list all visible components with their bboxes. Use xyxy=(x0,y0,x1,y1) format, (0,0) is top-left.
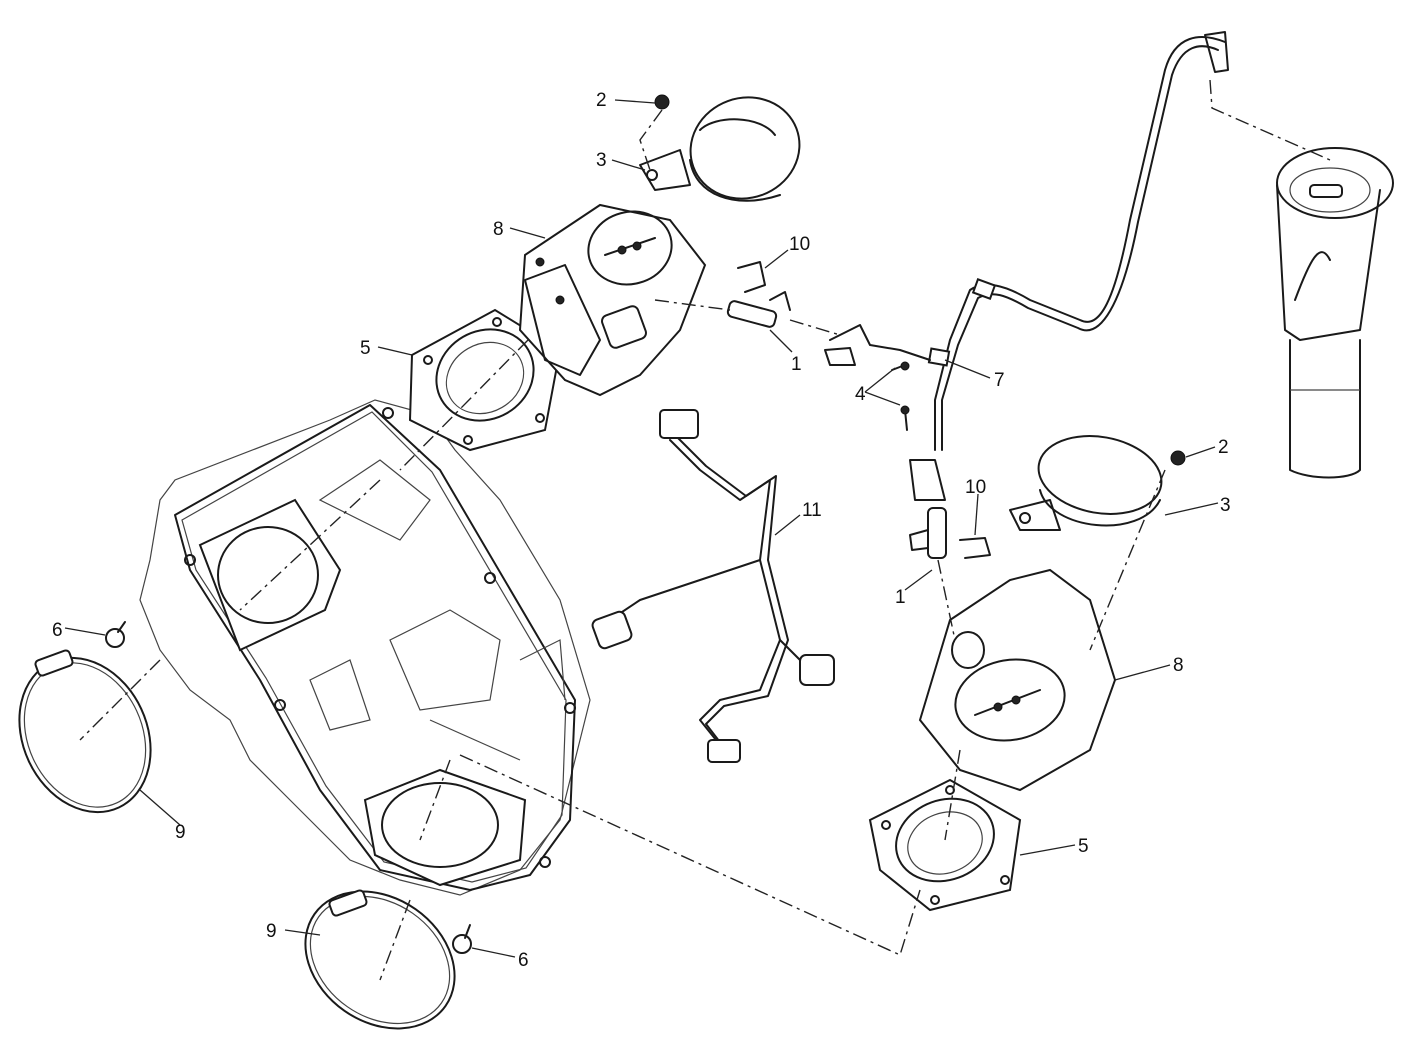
callout-8-upper: 8 xyxy=(493,219,504,240)
injector-clip-upper xyxy=(737,261,766,293)
throttle-body-upper xyxy=(518,203,707,397)
callout-10-lower: 10 xyxy=(965,477,986,498)
callout-4: 4 xyxy=(855,384,866,405)
callout-6-upper: 6 xyxy=(52,620,63,641)
fuel-pump xyxy=(1276,147,1394,479)
injector-lower xyxy=(909,507,947,559)
callout-7: 7 xyxy=(994,370,1005,391)
injector-clip-lower xyxy=(959,537,991,559)
throttle-body-lower xyxy=(918,568,1117,792)
fuel-line xyxy=(824,31,1229,501)
screws-fuel-line xyxy=(891,361,910,431)
callout-leaders xyxy=(64,99,1219,958)
callout-11: 11 xyxy=(802,500,822,521)
hose-clamp-left xyxy=(18,649,152,814)
callout-3-lower: 3 xyxy=(1220,495,1231,516)
callout-8-lower: 8 xyxy=(1173,655,1184,676)
airbox-housing xyxy=(139,399,591,896)
callout-2-upper: 2 xyxy=(596,90,607,111)
callout-2-lower: 2 xyxy=(1218,437,1229,458)
callout-6-lower: 6 xyxy=(518,950,529,971)
callout-1-lower: 1 xyxy=(895,587,906,608)
grommet-lower xyxy=(452,924,472,954)
callout-1-upper: 1 xyxy=(791,354,802,375)
wiring-harness xyxy=(591,409,835,763)
grommet-upper xyxy=(105,621,126,648)
callout-10-upper: 10 xyxy=(789,234,810,255)
screw-upper xyxy=(654,94,670,110)
intake-flange-lower xyxy=(868,778,1022,912)
callout-5-lower: 5 xyxy=(1078,836,1089,857)
intake-trumpet-lower xyxy=(1009,435,1163,531)
injector-upper xyxy=(726,291,791,328)
callout-5-upper: 5 xyxy=(360,338,371,359)
assembly-axes xyxy=(79,79,1331,981)
callout-9-bottom: 9 xyxy=(266,921,277,942)
screw-lower xyxy=(1170,450,1186,466)
intake-trumpet-upper xyxy=(639,96,801,202)
hose-clamp-bottom xyxy=(304,889,456,1030)
callout-9-left: 9 xyxy=(175,822,186,843)
callout-3-upper: 3 xyxy=(596,150,607,171)
